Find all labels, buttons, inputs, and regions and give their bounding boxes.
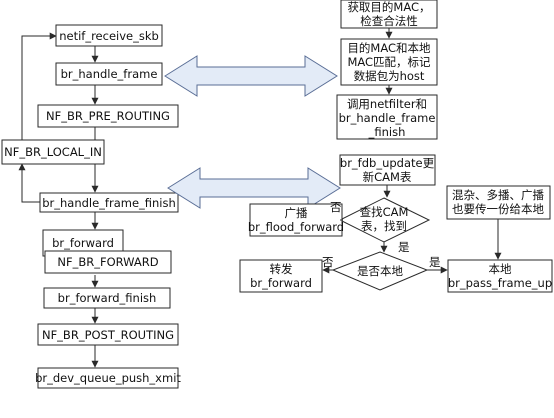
box-netif-receive-skb: netif_receive_skb [55, 24, 163, 47]
lookup-cam-line-1: 查找CAM [360, 205, 409, 219]
arrow-local-in-to-netif [21, 32, 57, 140]
forward-right-line-2: br_forward [250, 276, 312, 290]
br-forward-label: br_forward [52, 236, 114, 250]
multicast-note-line-2: 也要传一份给本地 [452, 202, 544, 216]
box-nf-br-pre-routing: NF_BR_PRE_ROUTING [37, 104, 179, 128]
box-match-host: 目的MAC和本地 MAC匹配，标记 数据包为host [340, 38, 438, 86]
match-host-line-3: 数据包为host [354, 69, 425, 83]
box-forward-right: 转发 br_forward [239, 259, 323, 293]
box-br-forward-finish: br_forward_finish [43, 287, 171, 309]
call-netfilter-line-1: 调用netfilter和 [347, 97, 427, 111]
box-br-handle-frame: br_handle_frame [55, 62, 163, 86]
box-nf-br-forward-visible: NF_BR_FORWARD [44, 250, 172, 274]
call-netfilter-line-3: _finish [368, 125, 406, 139]
match-host-line-2: MAC匹配，标记 [347, 55, 431, 69]
arrow-finish-to-local-in [18, 163, 40, 203]
get-mac-line-1: 获取目的MAC， [347, 0, 430, 14]
flood-line-2: br_flood_forward [248, 220, 344, 234]
double-arrow-top [164, 55, 338, 97]
box-nf-br-local-in: NF_BR_LOCAL_IN [1, 139, 105, 165]
local-yes-label: 是 [429, 255, 441, 269]
box-br-dev-queue-push-xmit: br_dev_queue_push_xmit [35, 367, 181, 389]
multicast-note-line-1: 混杂、多播、广播 [452, 188, 544, 202]
fdb-update-line-2: 新CAM表 [363, 170, 412, 184]
nf-br-forward-label: NF_BR_FORWARD [57, 255, 158, 269]
flood-line-1: 广播 [285, 206, 308, 220]
netif-receive-skb-label: netif_receive_skb [59, 29, 159, 43]
diamond-is-local: 是否本地 [331, 251, 429, 291]
br-forward-finish-label: br_forward_finish [58, 291, 157, 305]
box-call-netfilter: 调用netfilter和 br_handle_frame _finish [336, 94, 438, 140]
lookup-yes-label: 是 [398, 240, 410, 254]
box-flood: 广播 br_flood_forward [248, 203, 344, 237]
nf-br-pre-routing-label: NF_BR_PRE_ROUTING [46, 109, 170, 123]
double-arrow-bottom [167, 167, 341, 209]
match-host-line-1: 目的MAC和本地 [347, 41, 431, 55]
get-mac-line-2: 检查合法性 [360, 14, 418, 28]
diamond-lookup-cam: 查找CAM 表，找到 [338, 197, 431, 243]
lookup-cam-line-2: 表，找到 [361, 219, 407, 233]
br-handle-frame-label: br_handle_frame [61, 67, 158, 81]
br-handle-frame-finish-label: br_handle_frame_finish [42, 196, 176, 210]
box-multicast-note: 混杂、多播、广播 也要传一份给本地 [446, 185, 551, 220]
nf-br-local-in-label: NF_BR_LOCAL_IN [4, 145, 102, 159]
box-br-handle-frame-finish: br_handle_frame_finish [39, 192, 179, 213]
local-no-label: 否 [322, 255, 334, 269]
forward-right-line-1: 转发 [270, 262, 293, 276]
local-pass-line-2: br_pass_frame_up [448, 276, 552, 290]
box-fdb-update: br_fdb_update更 新CAM表 [339, 154, 436, 186]
box-nf-br-post-routing: NF_BR_POST_ROUTING [37, 323, 179, 346]
br-dev-queue-push-xmit-label: br_dev_queue_push_xmit [35, 371, 181, 385]
lookup-no-label: 否 [330, 200, 342, 214]
is-local-label: 是否本地 [357, 264, 403, 278]
fdb-update-line-1: br_fdb_update更 [340, 156, 435, 170]
call-netfilter-line-2: br_handle_frame [339, 111, 436, 125]
nf-br-post-routing-label: NF_BR_POST_ROUTING [42, 328, 174, 342]
box-get-mac: 获取目的MAC， 检查合法性 [340, 0, 438, 29]
local-pass-line-1: 本地 [489, 262, 512, 276]
box-local-pass: 本地 br_pass_frame_up [447, 259, 553, 293]
